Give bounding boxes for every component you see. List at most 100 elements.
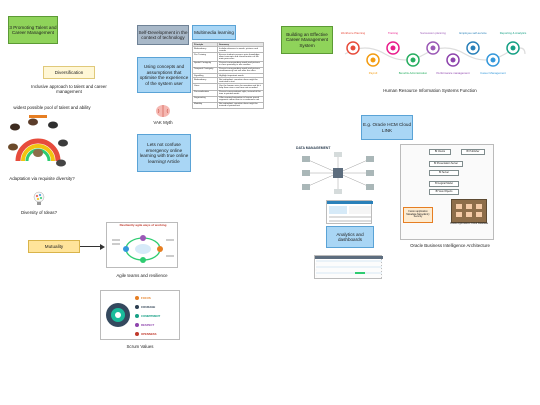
scrum-value-item: OPENNESS xyxy=(135,329,179,338)
oracle-adapter-text: Fusion application Metadata Name/Entry S… xyxy=(406,209,430,219)
diversity-of-ideas: Diversity of Ideas? xyxy=(20,210,58,215)
scrum-value-icon xyxy=(135,304,139,309)
hris-step-icon xyxy=(470,45,476,51)
scrum-value-item: RESPECT xyxy=(135,320,179,329)
report-thumbnail xyxy=(314,255,383,279)
building-system-note[interactable]: Building an Effective Career Management … xyxy=(281,26,333,54)
widest-pool-text: widest possible pool of talent and abili… xyxy=(13,105,91,110)
vak-myth: VAK Myth xyxy=(153,120,173,125)
self-development-text: Self-Development in the context of techn… xyxy=(138,29,188,41)
hris-process-diagram: Workforce Planning Training Succession pla… xyxy=(341,31,527,75)
agile-cycle-graphic xyxy=(112,235,174,263)
table-cell: Include reference to words, pictures and… xyxy=(217,46,264,54)
mutuality-text: Mutuality xyxy=(44,243,64,249)
diversification-text: Diversification xyxy=(54,69,84,75)
scrum-values-list: FOCUS COURAGE COMMITMENT RESPECT OPENNESS xyxy=(135,293,179,338)
scrum-value-item: COURAGE xyxy=(135,302,179,311)
oracle-link-text: E.g. Oracle HCM Cloud LINK xyxy=(363,122,411,133)
scrum-value-item: FOCUS xyxy=(135,293,179,302)
data-management-label: DATA MANAGEMENT xyxy=(296,146,331,150)
agile-diagram: Resiliently agile ways of working xyxy=(106,222,178,268)
dashboard-graphic xyxy=(327,201,373,222)
agile-teams-caption: Agile teams and resilience xyxy=(116,273,168,278)
scrum-value-label: OPENNESS xyxy=(141,331,157,336)
hris-step-label: Workforce Planning xyxy=(341,31,366,35)
scrum-value-item: COMMITMENT xyxy=(135,311,179,320)
mutuality-note[interactable]: Mutuality xyxy=(28,240,80,253)
oracle-arch-layers: BI Clients BI Publisher BI Presentation Se… xyxy=(401,145,495,241)
hris-step-icon xyxy=(370,57,376,63)
multimedia-learning-text: Multimedia learning xyxy=(194,29,234,35)
data-management-graphic: DATA MANAGEMENT xyxy=(296,146,380,196)
building-system-text: Building an Effective Career Management … xyxy=(285,31,329,48)
scrum-circle-graphic xyxy=(106,303,130,327)
oracle-arch-box: BI Logical Model xyxy=(429,181,459,187)
hris-step-icon xyxy=(430,45,436,51)
scrum-value-icon xyxy=(135,295,139,300)
oracle-arch-box: BI Presentation Server xyxy=(429,161,463,167)
oracle-cloud-db-graphic xyxy=(456,204,482,217)
lets-not-confuse-note[interactable]: Lets not confuse emergency online learni… xyxy=(137,134,191,172)
hris-step-icon xyxy=(510,45,516,51)
table-header: Summary xyxy=(217,41,264,48)
table-cell: Highlight important words xyxy=(217,72,264,79)
agile-diagram-title: Resiliently agile ways of working xyxy=(119,223,167,227)
table-cell: Not redundant: narration alone might be … xyxy=(217,101,264,110)
oracle-arch-box: BI View Objects xyxy=(429,189,459,195)
hris-step-icon xyxy=(350,45,356,51)
oracle-link-note[interactable]: E.g. Oracle HCM Cloud LINK xyxy=(361,115,413,140)
oracle-arch-box: BI Server xyxy=(429,170,459,176)
hris-step-label: Succession planning xyxy=(420,31,446,35)
oracle-arch-box: BI Clients xyxy=(429,149,451,155)
hris-step-label: Career Management xyxy=(480,71,506,75)
hris-step-label: Benefits Administration xyxy=(399,71,428,75)
hris-step-icon xyxy=(450,57,456,63)
table-cell: Pre-Training xyxy=(192,52,218,62)
dashboard-thumbnail xyxy=(326,200,373,224)
hris-step-icon xyxy=(390,45,396,51)
inclusive-text: Inclusive approach to talent and career … xyxy=(31,84,107,95)
adaptation-question: Adaptation via requisite diversity? xyxy=(9,176,75,181)
hris-step-label: Reporting & Analytics xyxy=(500,31,527,35)
lightbulb-icon xyxy=(33,191,45,205)
diversification-note[interactable]: Diversification xyxy=(43,66,95,79)
scrum-values-graphic: FOCUS COURAGE COMMITMENT RESPECT OPENNESS xyxy=(100,290,180,340)
oracle-cloud-text: Oracle Applications Cloud Database xyxy=(449,222,489,225)
oracle-adapter-box: Fusion application Metadata Name/Entry S… xyxy=(403,207,433,223)
scrum-value-label: RESPECT xyxy=(141,322,155,327)
promoting-talent-text: 3 Promoting Talent and Career Management xyxy=(9,24,57,36)
scrum-value-label: FOCUS xyxy=(141,295,151,300)
scrum-value-label: COMMITMENT xyxy=(141,313,161,318)
scrum-value-icon xyxy=(135,313,139,318)
mutuality-arrow xyxy=(80,246,102,247)
scrum-value-label: COURAGE xyxy=(141,304,156,309)
hris-step-label: Training xyxy=(388,31,398,35)
network-graphic xyxy=(302,152,374,194)
brain-icon xyxy=(156,105,170,117)
multimedia-learning-note[interactable]: Multimedia learning xyxy=(192,25,236,40)
scrum-value-icon xyxy=(135,322,139,327)
arrow-head-icon xyxy=(100,243,105,250)
using-concepts-note[interactable]: Using concepts and assumptions that opti… xyxy=(137,57,191,93)
report-graphic xyxy=(315,256,383,278)
oracle-cloud-db xyxy=(451,199,487,223)
self-development-note[interactable]: Self-Development in the context of techn… xyxy=(137,25,189,45)
hris-step-icon xyxy=(490,57,496,63)
oracle-bi-caption: Oracle Business Intelligence Architectur… xyxy=(410,243,490,248)
scrum-values-caption: Scrum Values xyxy=(126,344,154,349)
oracle-arch-box: BI Publisher xyxy=(461,149,485,155)
lets-not-confuse-text: Lets not confuse emergency online learni… xyxy=(139,142,189,164)
analytics-note[interactable]: Analytics and dashboards xyxy=(326,226,374,248)
using-concepts-text: Using concepts and assumptions that opti… xyxy=(139,64,189,86)
hris-step-label: Performance management xyxy=(436,71,469,75)
table-cell: Ensure students possess prior knowledge … xyxy=(217,52,264,62)
promoting-talent-note[interactable]: 3 Promoting Talent and Career Management xyxy=(8,16,58,44)
adaptation-diagram xyxy=(3,113,73,173)
hris-step-icon xyxy=(410,57,416,63)
hris-step-label: Payroll xyxy=(369,71,378,75)
